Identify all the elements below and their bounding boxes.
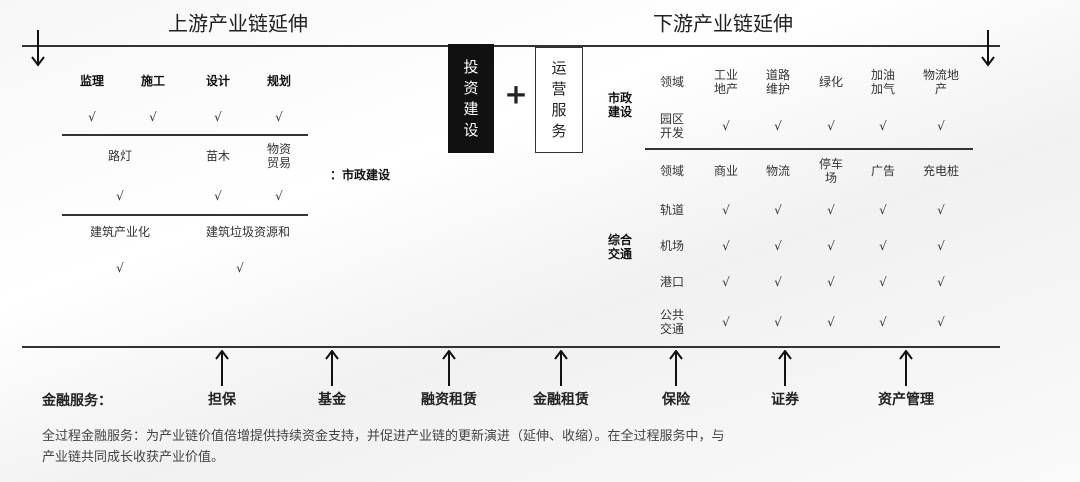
row-label: 园区 开发 [659, 112, 685, 140]
upstream-item: 建筑垃圾资源和 [205, 225, 291, 239]
row-label: 机场 [659, 239, 685, 253]
check-mark: √ [275, 189, 283, 203]
check-mark: √ [722, 119, 730, 133]
table-header: 充电桩 [922, 164, 960, 178]
plus-sign: + [504, 77, 528, 111]
check-mark: √ [774, 119, 782, 133]
municipal-label: 市政建设 [607, 91, 632, 119]
arrow-up-icon [215, 350, 229, 386]
check-mark: √ [827, 239, 835, 253]
finance-item: 保险 [662, 392, 690, 408]
upstream-title: 上游产业链延伸 [168, 11, 308, 36]
finance-item: 担保 [208, 392, 236, 408]
table-header: 广告 [870, 164, 896, 178]
check-mark: √ [722, 203, 730, 217]
arrow-up-icon [325, 350, 339, 386]
invest-build-box: 投资建设 [448, 44, 494, 153]
table-header: 道路 维护 [765, 68, 791, 96]
row-label: 轨道 [659, 203, 685, 217]
check-mark: √ [937, 203, 945, 217]
check-mark: √ [722, 275, 730, 289]
upstream-header: 监理 [79, 74, 105, 88]
table-header: 工业 地产 [713, 68, 739, 96]
arrow-down-icon [981, 30, 995, 67]
description-line: 全过程金融服务：为产业链价值倍增提供持续资金支持，并促进产业链的更新演进（延伸、… [42, 429, 725, 444]
check-mark: √ [774, 203, 782, 217]
arrow-down-icon [31, 30, 45, 67]
upstream-row-divider [62, 134, 308, 136]
check-mark: √ [88, 110, 96, 124]
upstream-item: 物资 贸易 [266, 142, 292, 170]
check-mark: √ [827, 203, 835, 217]
invest-build-label: 投资建设 [463, 57, 479, 139]
check-mark: √ [879, 275, 887, 289]
upstream-header: 设计 [205, 74, 231, 88]
table-header: 物流 [765, 164, 791, 178]
check-mark: √ [879, 239, 887, 253]
operation-service-box: 运营服务 [535, 47, 583, 153]
check-mark: √ [774, 275, 782, 289]
check-mark: √ [774, 315, 782, 329]
table-header: 停车 场 [818, 157, 844, 185]
check-mark: √ [937, 275, 945, 289]
table-header: 商业 [713, 164, 739, 178]
check-mark: √ [774, 239, 782, 253]
check-mark: √ [937, 239, 945, 253]
check-mark: √ [236, 261, 244, 275]
check-mark: √ [722, 239, 730, 253]
finance-item: 资产管理 [878, 392, 934, 408]
check-mark: √ [149, 110, 157, 124]
check-mark: √ [879, 203, 887, 217]
finance-item: 基金 [318, 392, 346, 408]
table-header: 绿化 [818, 75, 844, 89]
check-mark: √ [879, 315, 887, 329]
bottom-divider [22, 346, 1000, 348]
check-mark: √ [116, 261, 124, 275]
finance-item: 证券 [771, 392, 799, 408]
check-mark: √ [937, 315, 945, 329]
upstream-item: 建筑产业化 [89, 225, 151, 239]
check-mark: √ [937, 119, 945, 133]
check-mark: √ [827, 315, 835, 329]
check-mark: √ [722, 315, 730, 329]
finance-item: 融资租赁 [421, 392, 477, 408]
description-line: 产业链共同成长收获产业价值。 [42, 450, 225, 465]
check-mark: √ [275, 110, 283, 124]
table-header: 物流地 产 [922, 68, 960, 96]
arrow-up-icon [442, 350, 456, 386]
check-mark: √ [827, 275, 835, 289]
row-label: 港口 [659, 275, 685, 289]
upstream-header: 规划 [266, 74, 292, 88]
check-mark: √ [214, 110, 222, 124]
upstream-header: 施工 [140, 74, 166, 88]
arrow-up-icon [899, 350, 913, 386]
check-mark: √ [116, 189, 124, 203]
finance-item: 金融租赁 [533, 392, 589, 408]
arrow-up-icon [669, 350, 683, 386]
downstream-title: 下游产业链延伸 [653, 11, 793, 36]
downstream-row-divider [645, 148, 973, 150]
operation-service-label: 运营服务 [551, 59, 567, 140]
upstream-item: 苗木 [205, 149, 231, 163]
transport-label: 综合交通 [607, 233, 632, 261]
top-divider [22, 45, 1000, 47]
arrow-up-icon [554, 350, 568, 386]
upstream-category-label: ：市政建设 [329, 168, 391, 182]
finance-label: 金融服务： [42, 393, 112, 409]
table-header: 领域 [659, 164, 685, 178]
arrow-up-icon [778, 350, 792, 386]
table-header: 领域 [659, 75, 685, 89]
upstream-item: 路灯 [107, 149, 133, 163]
table-header: 加油 加气 [870, 68, 896, 96]
row-label: 公共 交通 [659, 308, 685, 336]
check-mark: √ [879, 119, 887, 133]
finance-description: 全过程金融服务：为产业链价值倍增提供持续资金支持，并促进产业链的更新演进（延伸、… [42, 426, 725, 468]
upstream-row-divider [62, 214, 308, 216]
check-mark: √ [214, 189, 222, 203]
check-mark: √ [827, 119, 835, 133]
